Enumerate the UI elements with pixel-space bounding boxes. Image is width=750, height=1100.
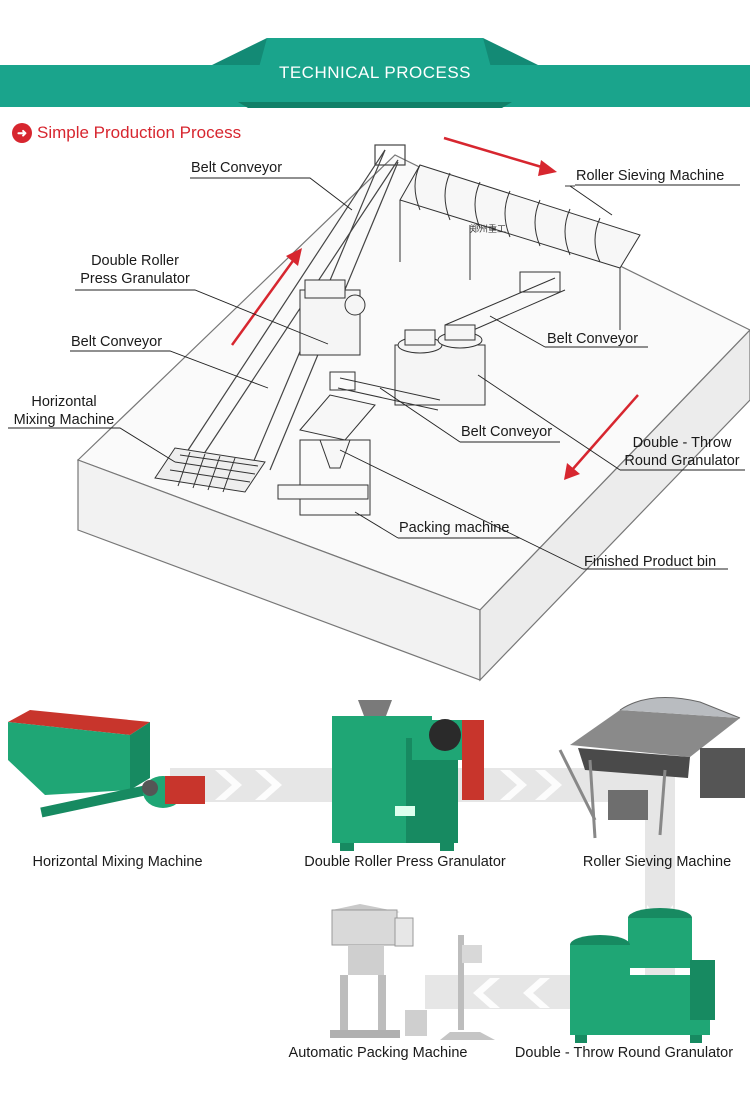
flow-arrows <box>230 136 639 480</box>
label-belt-conveyor-left: Belt Conveyor <box>71 334 163 350</box>
label-finished-product-bin: Finished Product bin <box>584 554 717 570</box>
page-title: TECHNICAL PROCESS <box>278 63 472 82</box>
roller-sieving-illustration <box>558 697 745 839</box>
caption-roller-sieving-machine: Roller Sieving Machine <box>582 854 732 870</box>
label-belt-conveyor-bottom: Belt Conveyor <box>461 424 553 440</box>
packing-machine-illustration <box>330 904 495 1040</box>
caption-horizontal-mixing-machine: Horizontal Mixing Machine <box>32 854 203 870</box>
caption-automatic-packing-machine: Automatic Packing Machine <box>288 1045 468 1061</box>
throw-granulator-illustration <box>570 908 715 1043</box>
belt-conveyor-bottom-drawing <box>329 371 441 411</box>
label-roller-sieving-machine: Roller Sieving Machine <box>576 168 725 184</box>
right-arrow-circle-icon: ➜ <box>12 123 32 143</box>
packing-machine-drawing <box>277 394 376 516</box>
label-double-roller-line2: Press Granulator <box>80 271 190 287</box>
horizontal-mixer-illustration <box>8 710 205 818</box>
section-heading: ➜ Simple Production Process <box>12 123 241 143</box>
label-throw-granulator-line1: Double - Throw <box>632 435 732 451</box>
caption-double-roller-press-granulator: Double Roller Press Granulator <box>304 854 506 870</box>
label-belt-conveyor-top: Belt Conveyor <box>191 160 283 176</box>
section-title: Simple Production Process <box>37 123 242 142</box>
svg-text:郑州重工: 郑州重工 <box>470 223 506 234</box>
header-tab <box>212 38 538 108</box>
label-leaders <box>8 177 745 570</box>
caption-double-throw-round-granulator: Double - Throw Round Granulator <box>514 1045 734 1061</box>
throw-granulator-drawing <box>394 324 486 406</box>
roller-sieving-drawing: 郑州重工 <box>399 164 641 330</box>
label-packing-machine: Packing machine <box>399 520 510 536</box>
press-granulator-illustration <box>332 700 484 851</box>
label-double-roller-line1: Double Roller <box>91 253 179 269</box>
press-granulator-drawing <box>299 279 366 356</box>
label-belt-conveyor-right: Belt Conveyor <box>547 331 639 347</box>
label-horizontal-line2: Mixing Machine <box>13 412 115 428</box>
platform-base <box>76 154 750 682</box>
label-throw-granulator-line2: Round Granulator <box>624 453 740 469</box>
label-horizontal-line1: Horizontal <box>31 394 97 410</box>
